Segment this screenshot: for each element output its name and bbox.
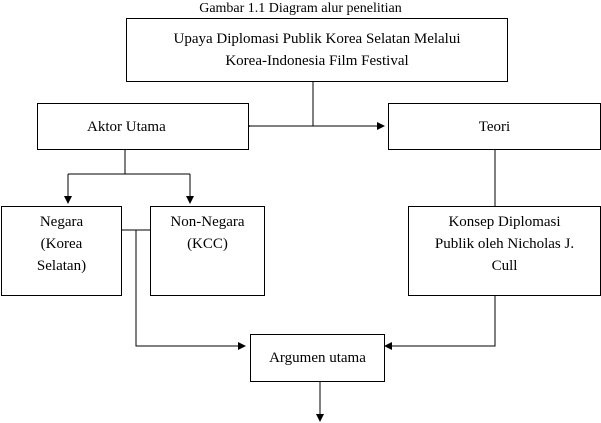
konsep-line-3: Cull [491, 258, 518, 274]
non-negara-line-2: (KCC) [187, 236, 228, 252]
negara-line-1: Negara [39, 214, 84, 230]
box-negara: Negara (Korea Selatan) [1, 206, 122, 296]
box-non-negara: Non-Negara (KCC) [150, 206, 265, 296]
negara-line-2: (Korea [40, 236, 83, 252]
box-argumen-utama: Argumen utama [250, 334, 385, 382]
diagram-caption: Gambar 1.1 Diagram alur penelitian [199, 1, 402, 16]
teori-label: Teori [478, 118, 511, 135]
title-line-2: Korea-Indonesia Film Festival [225, 53, 409, 69]
arrow-actors-to-argumen [135, 230, 246, 350]
title-line-1: Upaya Diplomasi Publik Korea Selatan Mel… [173, 31, 461, 47]
arrow-konsep-to-argumen [384, 296, 496, 350]
box-title: Upaya Diplomasi Publik Korea Selatan Mel… [126, 18, 508, 82]
non-negara-line-1: Non-Negara [170, 214, 245, 230]
negara-line-3: Selatan) [36, 258, 87, 274]
aktor-utama-label: Aktor Utama [87, 118, 166, 135]
argumen-utama-label: Argumen utama [269, 350, 366, 366]
box-konsep: Konsep Diplomasi Publik oleh Nicholas J.… [408, 206, 601, 296]
box-teori: Teori [388, 103, 601, 150]
konsep-line-1: Konsep Diplomasi [448, 214, 561, 230]
box-aktor-utama: Aktor Utama [37, 103, 249, 150]
konsep-line-2: Publik oleh Nicholas J. [434, 236, 575, 252]
